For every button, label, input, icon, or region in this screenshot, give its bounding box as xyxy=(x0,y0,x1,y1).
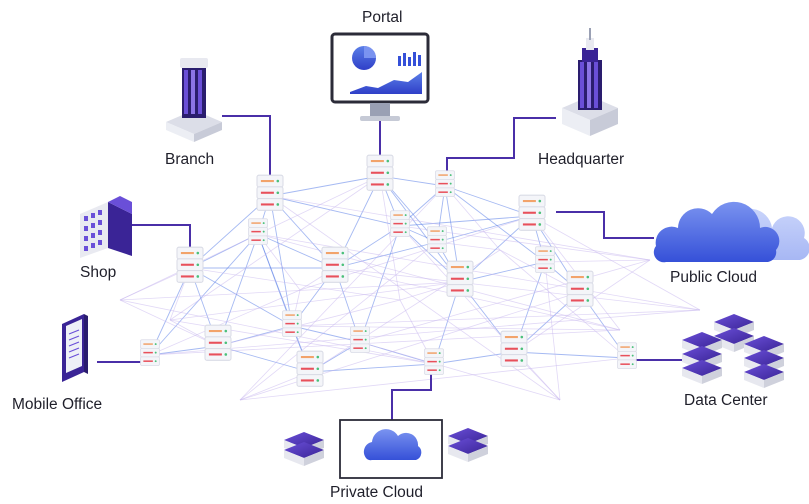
skyscraper-icon xyxy=(562,28,618,136)
building-tower-icon xyxy=(166,58,222,142)
server-node-icon xyxy=(295,350,325,388)
office-building-icon xyxy=(80,196,132,258)
server-node-icon xyxy=(426,226,448,254)
server-node-icon xyxy=(565,270,595,308)
server-node-icon xyxy=(255,174,285,212)
headquarter-label: Headquarter xyxy=(538,151,625,168)
private-cloud-label: Private Cloud xyxy=(330,484,424,501)
server-node-icon xyxy=(175,246,205,284)
server-node-icon xyxy=(281,310,303,338)
cloud-icon xyxy=(653,201,809,263)
shop-label: Shop xyxy=(80,264,117,281)
branch-label: Branch xyxy=(165,151,215,168)
private-cloud-icon xyxy=(284,419,488,479)
public-cloud-label: Public Cloud xyxy=(670,269,758,286)
server-node-icon xyxy=(499,330,529,368)
server-node-icon xyxy=(139,339,161,367)
network-mesh-faint xyxy=(119,175,701,401)
mobile-office-label: Mobile Office xyxy=(12,396,103,413)
server-node-icon xyxy=(616,342,638,370)
server-stack-icon xyxy=(682,314,784,388)
server-node-icon xyxy=(517,194,547,232)
server-node-icon xyxy=(434,170,456,198)
server-node-icon xyxy=(534,246,556,274)
portal-label: Portal xyxy=(362,9,403,26)
mobile-device-icon xyxy=(62,314,88,382)
data-center-label: Data Center xyxy=(684,392,768,409)
monitor-dashboard-icon xyxy=(330,32,430,121)
server-node-icon xyxy=(389,210,411,238)
server-node-icon xyxy=(365,154,395,192)
server-node-icon xyxy=(423,348,445,376)
server-node-icon xyxy=(247,218,269,246)
server-nodes xyxy=(139,154,638,388)
server-node-icon xyxy=(320,246,350,284)
endpoint-connectors xyxy=(97,115,682,420)
server-node-icon xyxy=(203,324,233,362)
server-node-icon xyxy=(445,260,475,298)
server-node-icon xyxy=(349,326,371,354)
